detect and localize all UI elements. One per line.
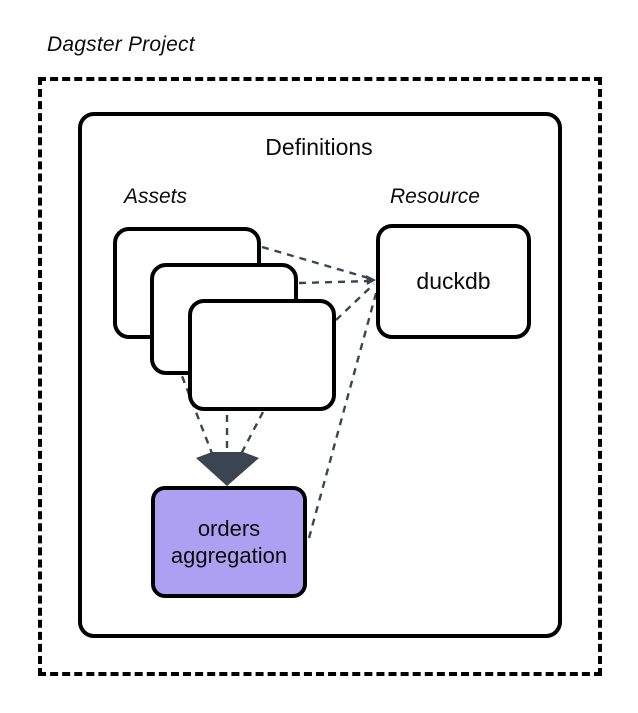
- assets-group-label: Assets: [124, 185, 188, 208]
- orders-aggregation-label-line2: aggregation: [170, 543, 288, 568]
- project-title: Dagster Project: [47, 33, 195, 56]
- duckdb-label: duckdb: [416, 268, 491, 294]
- resource-group-label: Resource: [390, 185, 480, 208]
- orders-aggregation-node[interactable]: orders aggregation: [151, 486, 307, 598]
- asset-card-3[interactable]: [188, 299, 336, 411]
- definitions-label: Definitions: [265, 134, 373, 160]
- orders-aggregation-label-line1: orders: [197, 515, 261, 541]
- duckdb-resource-node[interactable]: duckdb: [376, 224, 531, 339]
- dagster-project-frame: [38, 77, 602, 676]
